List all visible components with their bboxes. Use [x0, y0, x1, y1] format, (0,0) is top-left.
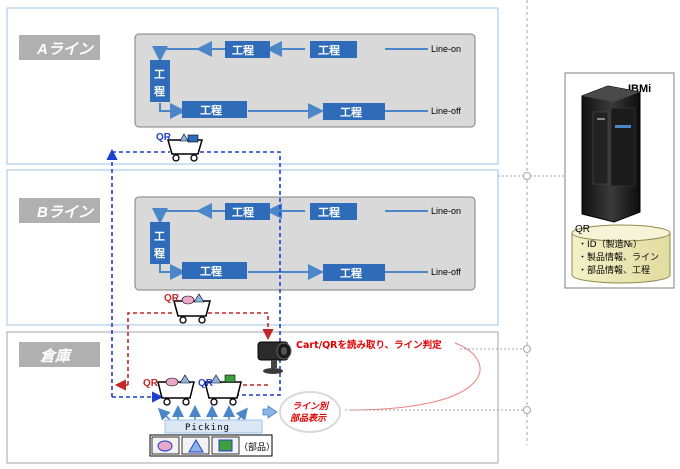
cart-warehouse-1 — [157, 374, 195, 406]
b-process-top-2 — [310, 203, 357, 220]
network-node-3 — [523, 406, 531, 414]
a-process-vertical — [150, 60, 170, 102]
zone-b-label: Bライン — [37, 204, 95, 221]
b-process-bottom-1-label: 工程 — [200, 264, 222, 278]
a-process-top-1-label: 工程 — [232, 43, 254, 57]
cart-a-line — [167, 133, 203, 162]
a-process-bottom-1 — [182, 101, 247, 118]
b-process-top-1 — [225, 203, 270, 220]
b-process-vertical-char-2: 程 — [154, 246, 165, 260]
part-square-icon — [218, 439, 233, 452]
picking-arrows — [157, 405, 248, 421]
caption-connector — [349, 342, 481, 411]
b-process-vertical-char-1: 工 — [154, 230, 165, 243]
cart-b-line — [173, 293, 211, 324]
cart-warehouse-1-qr-label: QR — [143, 378, 159, 389]
b-line-on-label: Line-on — [431, 206, 461, 216]
zone-warehouse-label-bg — [19, 342, 100, 367]
camera-icon — [257, 341, 292, 374]
a-line-panel: 工程 工程 工 程 工程 工程 Line-on Line-off — [134, 33, 476, 128]
b-process-bottom-1 — [182, 262, 247, 279]
cart-b-qr-label: QR — [164, 293, 180, 304]
a-process-top-1 — [225, 41, 270, 58]
b-line-panel: 工程 工程 工 程 工程 工程 Line-on Line-off — [134, 196, 476, 291]
a-process-top-2-label: 工程 — [318, 43, 340, 57]
display-arrow-icon — [262, 405, 278, 419]
a-line-on-label: Line-on — [431, 44, 461, 54]
cart-warehouse-2-qr-label: QR — [198, 378, 214, 389]
db-title: QR — [575, 224, 590, 235]
network-node-1 — [523, 172, 531, 180]
display-label-line-2: 部品表示 — [290, 413, 327, 424]
cart-a-qr-label: QR — [156, 132, 172, 143]
db-item-3: ・部品情報、工程 — [578, 264, 650, 276]
b-line-off-label: Line-off — [431, 267, 461, 277]
part-circle-icon — [157, 440, 173, 452]
zone-a-label-bg — [19, 35, 100, 60]
zone-warehouse-label: 倉庫 — [40, 347, 73, 365]
picking-bar — [164, 419, 263, 434]
a-line-off-label: Line-off — [431, 106, 461, 116]
a-process-vertical-char-1: 工 — [154, 68, 165, 81]
zone-b-label-bg — [19, 198, 100, 223]
part-triangle-icon — [188, 439, 204, 453]
a-process-bottom-1-label: 工程 — [200, 103, 222, 117]
database-icon — [571, 224, 671, 284]
parts-label: （部品） — [239, 441, 275, 453]
b-process-bottom-2-label: 工程 — [340, 266, 362, 280]
a-process-vertical-char-2: 程 — [154, 84, 165, 98]
b-process-top-1-label: 工程 — [232, 205, 254, 219]
db-item-1: ・ID（製造№） — [578, 238, 642, 250]
b-process-vertical — [150, 222, 170, 264]
server-icon — [581, 85, 641, 223]
a-process-bottom-2-label: 工程 — [340, 105, 362, 119]
camera-caption: Cart/QRを読み取り、ライン判定 — [296, 339, 442, 351]
b-process-bottom-2 — [323, 264, 385, 281]
zone-a-label: Aライン — [36, 41, 95, 58]
blue-route — [106, 148, 281, 403]
network-node-2 — [523, 345, 531, 353]
network-connectors — [345, 175, 565, 411]
cart-warehouse-2 — [204, 374, 242, 406]
display-label-badge — [279, 391, 341, 433]
picking-label: Picking — [185, 423, 230, 433]
parts-shelf — [149, 434, 273, 457]
b-process-top-2-label: 工程 — [318, 205, 340, 219]
a-process-top-2 — [310, 41, 357, 58]
db-item-2: ・製品情報、ライン — [578, 251, 659, 263]
a-process-bottom-2 — [323, 103, 385, 120]
display-label-line-1: ライン別 — [292, 401, 330, 412]
